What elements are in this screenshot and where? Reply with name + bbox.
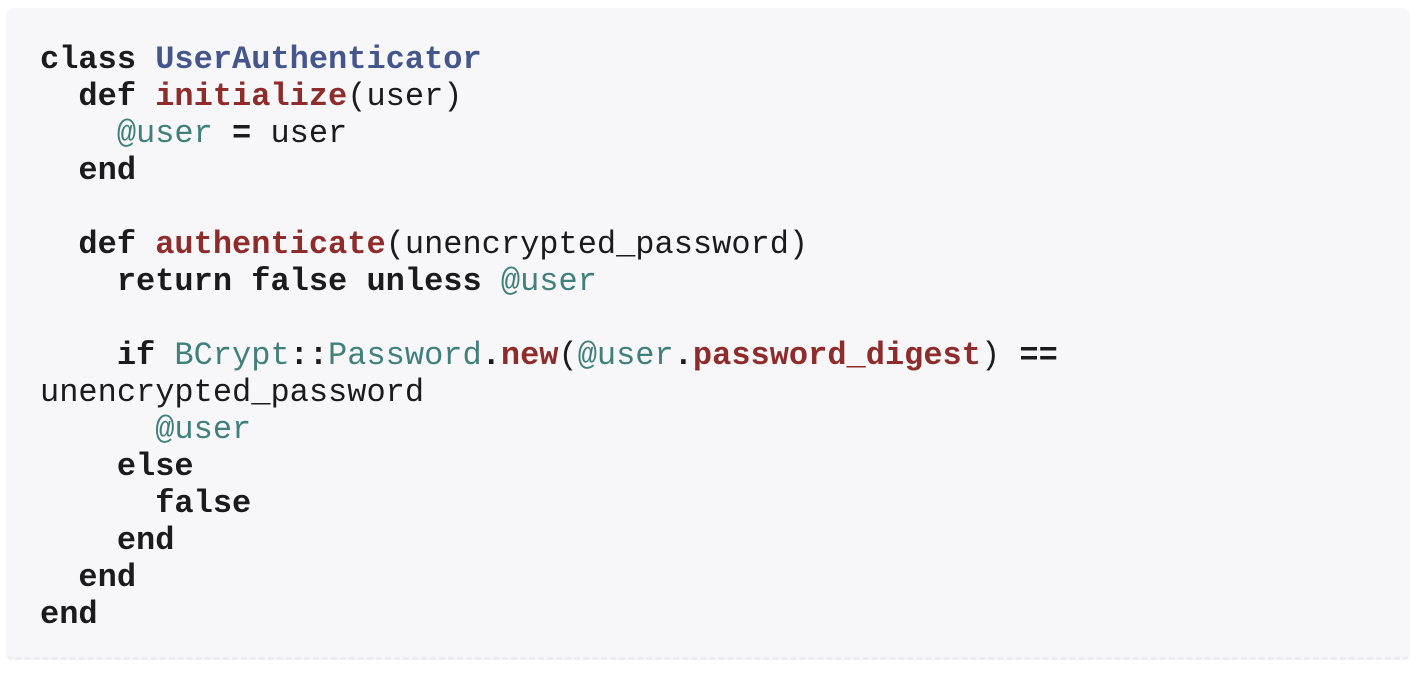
- code-token-var: @user: [155, 411, 252, 448]
- code-token-kw: def: [78, 78, 137, 115]
- code-token-fn: authenticate: [155, 226, 386, 263]
- code-token-op: =: [232, 115, 252, 152]
- code-token-kw: false: [155, 485, 252, 522]
- code-line: end: [40, 559, 1376, 596]
- code-token-op: .: [481, 337, 501, 374]
- code-line: else: [40, 448, 1376, 485]
- code-token-pl: [40, 448, 117, 485]
- code-token-pl: [40, 263, 117, 300]
- code-token-pl: [40, 485, 155, 522]
- code-line: false: [40, 485, 1376, 522]
- code-token-pl: (unencrypted_password): [385, 226, 809, 263]
- code-token-pl: [482, 263, 501, 300]
- code-token-kw: def: [78, 226, 137, 263]
- code-line: @user: [40, 411, 1376, 448]
- code-token-kw: end: [78, 152, 137, 189]
- code-token-pl: (user): [347, 78, 463, 115]
- code-token-pl: [136, 78, 155, 115]
- code-token-fn: initialize: [155, 78, 348, 115]
- code-token-pl: unencrypted_password: [40, 374, 425, 411]
- code-token-pl: [40, 152, 78, 189]
- code-token-pl: ): [980, 337, 1001, 374]
- code-line: if BCrypt::Password.new(@user.password_d…: [40, 337, 1376, 374]
- code-token-var: BCrypt: [174, 337, 290, 374]
- code-token-pl: [40, 337, 117, 374]
- code-token-var: @user: [577, 337, 674, 374]
- code-token-pl: [40, 78, 78, 115]
- code-token-var: @user: [116, 115, 213, 152]
- code-token-pl: [1000, 337, 1019, 374]
- code-token-pl: [40, 559, 78, 596]
- code-token-pl: [40, 411, 155, 448]
- code-token-op: .: [673, 337, 693, 374]
- code-token-pl: [155, 337, 174, 374]
- code-token-kw: else: [116, 448, 194, 485]
- code-line: [40, 300, 1376, 337]
- code-token-pl: [40, 522, 117, 559]
- code-token-const: UserAuthenticator: [155, 41, 482, 78]
- ruby-code-block: class UserAuthenticator def initialize(u…: [6, 8, 1410, 660]
- code-token-fn: new: [500, 337, 559, 374]
- code-token-op: ::: [289, 337, 329, 374]
- code-line: end: [40, 596, 1376, 633]
- code-line: unencrypted_password: [40, 374, 1376, 411]
- code-token-kw: class: [40, 41, 137, 78]
- code-token-pl: [136, 226, 155, 263]
- code-token-op: ==: [1019, 337, 1058, 374]
- code-token-pl: [40, 115, 117, 152]
- code-line: def authenticate(unencrypted_password): [40, 226, 1376, 263]
- code-lines: class UserAuthenticator def initialize(u…: [40, 41, 1376, 633]
- code-line: end: [40, 152, 1376, 189]
- code-token-pl: [347, 263, 366, 300]
- code-token-pl: (: [558, 337, 578, 374]
- code-token-kw: unless: [366, 263, 482, 300]
- code-line: class UserAuthenticator: [40, 41, 1376, 78]
- code-token-kw: if: [116, 337, 156, 374]
- code-token-pl: [136, 41, 155, 78]
- code-token-var: Password: [328, 337, 482, 374]
- code-line: return false unless @user: [40, 263, 1376, 300]
- code-token-pl: user: [251, 115, 348, 152]
- code-token-fn: password_digest: [692, 337, 981, 374]
- code-token-pl: [232, 263, 251, 300]
- code-token-kw: end: [116, 522, 175, 559]
- code-token-var: @user: [500, 263, 597, 300]
- code-line: def initialize(user): [40, 78, 1376, 115]
- code-token-kw: return: [116, 263, 233, 300]
- code-token-pl: [40, 226, 78, 263]
- code-line: @user = user: [40, 115, 1376, 152]
- code-line: end: [40, 522, 1376, 559]
- code-line: [40, 189, 1376, 226]
- code-token-pl: [213, 115, 232, 152]
- code-token-kw: end: [78, 559, 137, 596]
- code-token-kw: end: [40, 596, 98, 633]
- code-token-kw: false: [251, 263, 348, 300]
